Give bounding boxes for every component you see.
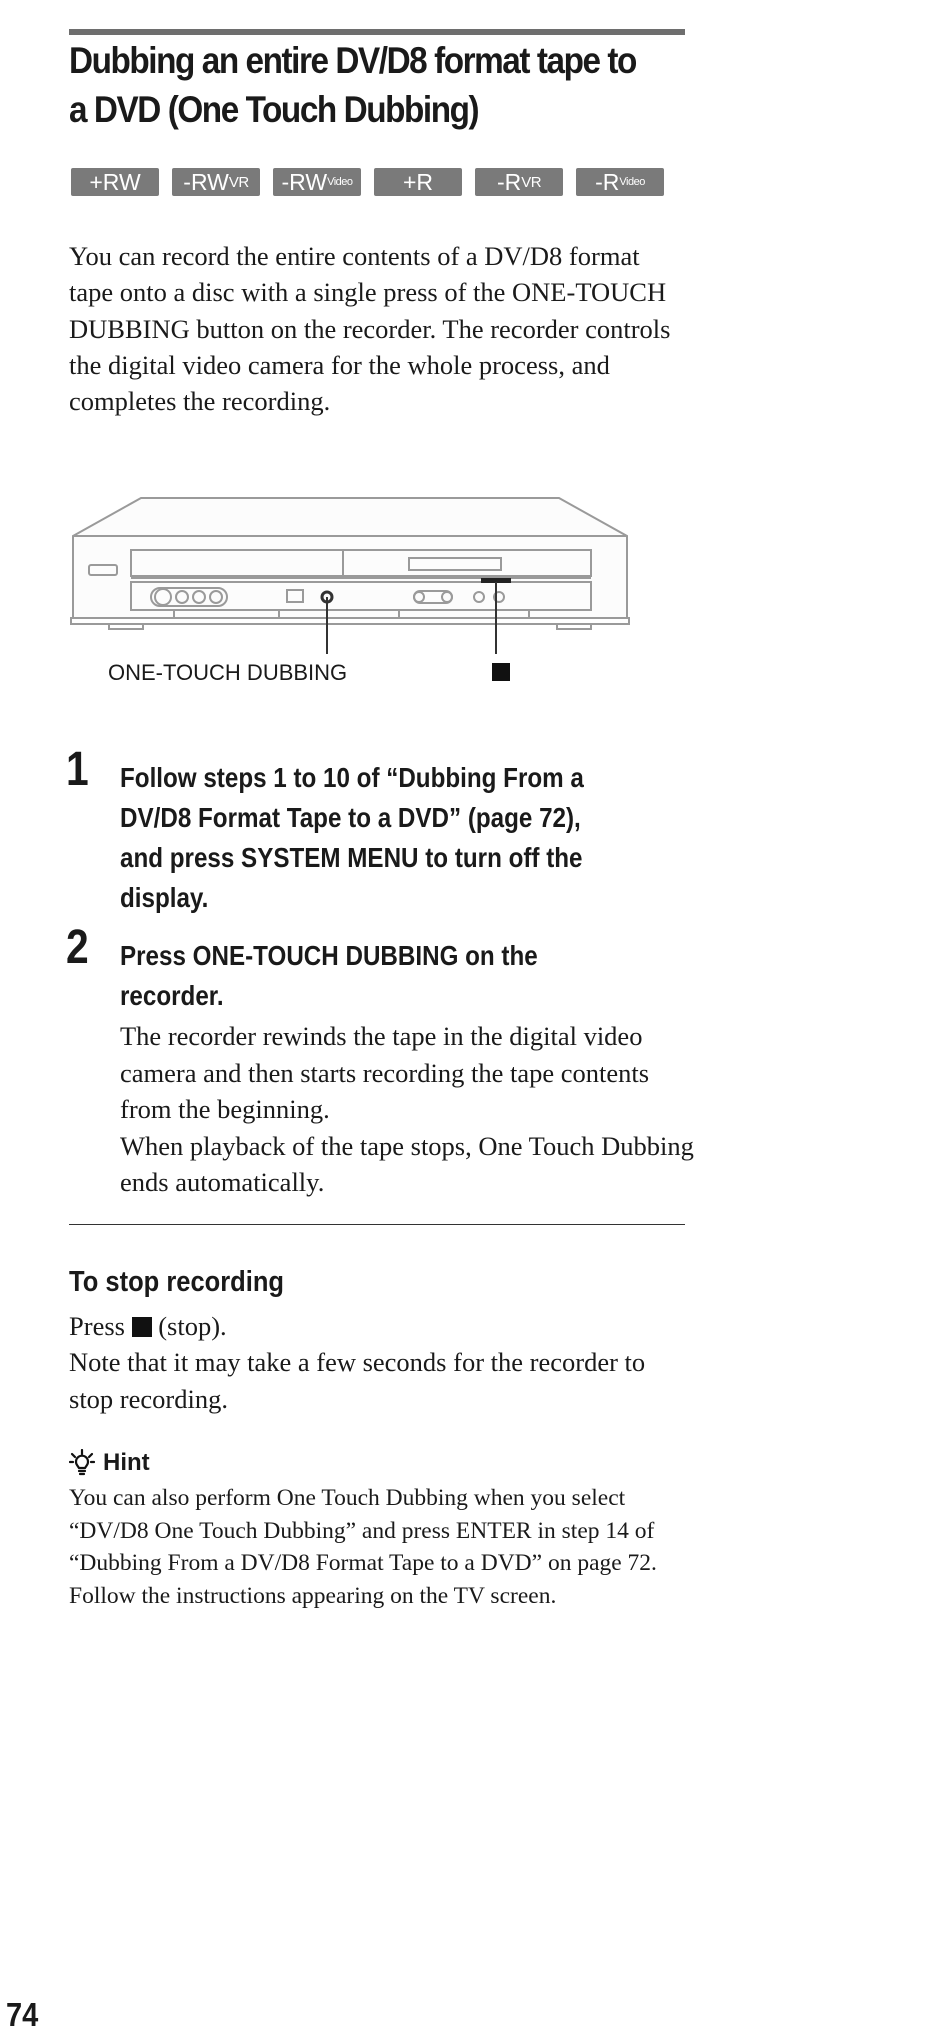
stop-recording-heading: To stop recording xyxy=(69,1266,285,1298)
step-2-heading: Press ONE-TOUCH DUBBING on the recorder. xyxy=(120,940,538,1011)
section-divider xyxy=(69,1224,685,1225)
stop-recording-body: Press (stop). Note that it may take a fe… xyxy=(69,1308,689,1417)
hint-label: Hint xyxy=(103,1449,150,1476)
hint-heading: Hint xyxy=(69,1449,150,1477)
badge-plus-rw: +RW xyxy=(71,168,159,196)
title-rule xyxy=(69,29,685,35)
step-2-body-2: When playback of the tape stops, One Tou… xyxy=(120,1130,694,1198)
step-2-body: The recorder rewinds the tape in the dig… xyxy=(120,1018,700,1201)
lightbulb-icon xyxy=(69,1449,95,1476)
stop-square-icon xyxy=(131,1317,152,1337)
stop-note: Note that it may take a few seconds for … xyxy=(69,1347,646,1414)
stop-square-icon xyxy=(492,663,510,681)
page-title: Dubbing an entire DV/D8 format tape to a… xyxy=(69,40,637,130)
recorder-illustration xyxy=(70,497,630,654)
step-1-number: 1 xyxy=(66,743,89,796)
page-number: 74 xyxy=(6,1996,39,2033)
stop-line-prefix: Press xyxy=(69,1311,125,1341)
hint-body: You can also perform One Touch Dubbing w… xyxy=(69,1485,657,1609)
one-touch-dubbing-label: ONE-TOUCH DUBBING xyxy=(108,660,348,685)
stop-line-suffix: (stop). xyxy=(158,1311,227,1341)
step-1-heading: Follow steps 1 to 10 of “Dubbing From a … xyxy=(120,762,584,913)
step-2-body-1: The recorder rewinds the tape in the dig… xyxy=(120,1021,650,1124)
badge-plus-r: +R xyxy=(374,168,462,196)
step-2-number: 2 xyxy=(66,921,89,974)
intro-paragraph: You can record the entire contents of a … xyxy=(69,241,671,417)
